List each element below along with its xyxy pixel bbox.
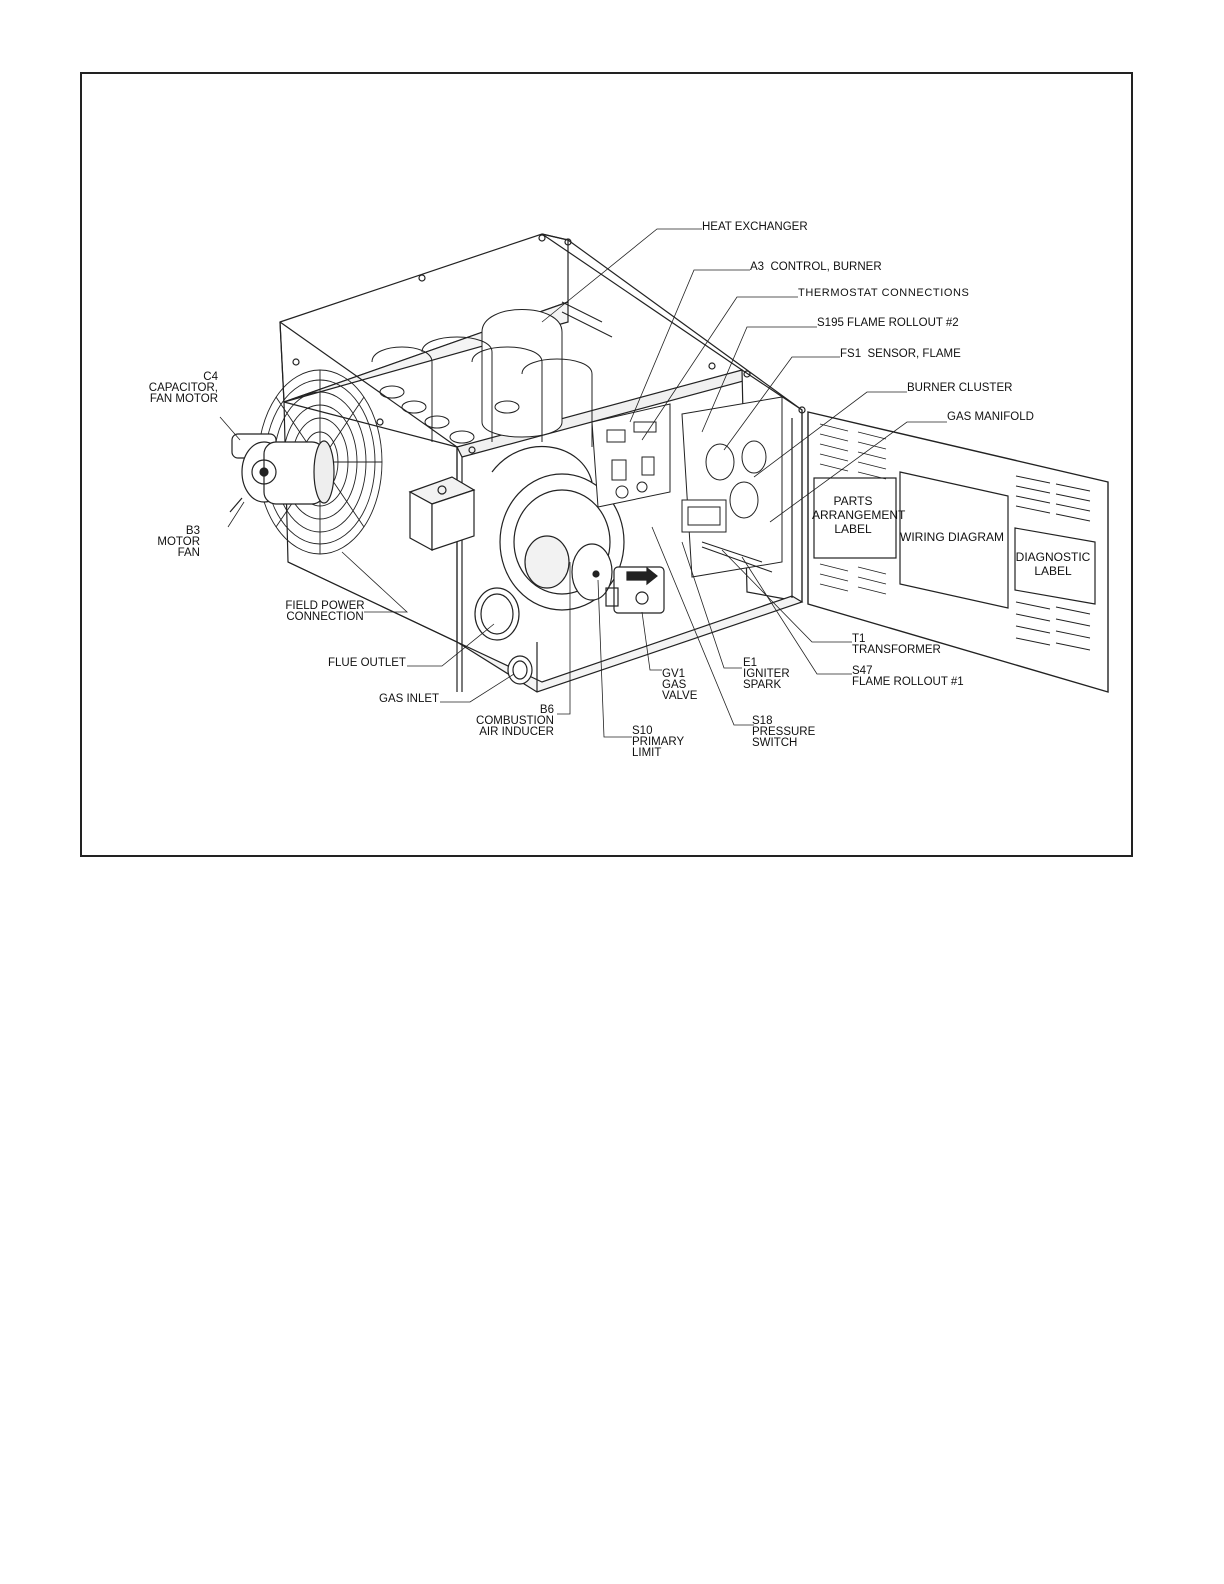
label-burner-cluster: BURNER CLUSTER [907, 382, 1013, 394]
leader-lines [219, 228, 947, 738]
label-s18-pressure-switch: S18 PRESSURE SWITCH [752, 715, 816, 749]
door-label-wiring-diagram: WIRING DIAGRAM [900, 530, 1004, 544]
label-gv1-gas-valve: GV1 GAS VALVE [662, 668, 698, 702]
figure-frame [80, 72, 1133, 857]
label-gas-manifold: GAS MANIFOLD [947, 411, 1034, 423]
unit-heater-drawing [219, 228, 1109, 738]
label-b6-combustion-air-inducer: B6 COMBUSTION AIR INDUCER [476, 704, 554, 738]
label-c4-capacitor-fan-motor: C4 CAPACITOR, FAN MOTOR [148, 371, 218, 405]
label-field-power-connection: FIELD POWER CONNECTION [285, 600, 365, 623]
label-gas-inlet: GAS INLET [379, 693, 440, 705]
label-e1-igniter-spark: E1 IGNITER SPARK [743, 657, 790, 691]
gas-valve [605, 566, 665, 614]
label-a3-control-burner: A3 CONTROL, BURNER [750, 261, 882, 273]
heat-exchanger [371, 301, 613, 447]
label-s10-primary-limit: S10 PRIMARY LIMIT [632, 725, 685, 759]
field-power-box [408, 476, 476, 552]
label-fs1-sensor-flame: FS1 SENSOR, FLAME [840, 348, 961, 360]
control-board [591, 403, 671, 508]
label-s47-flame-rollout-1: S47 FLAME ROLLOUT #1 [852, 665, 964, 688]
burner-cluster [681, 396, 783, 578]
door-label-diagnostic: DIAGNOSTIC LABEL [1015, 550, 1091, 578]
access-door [807, 411, 1109, 693]
door-label-parts-arrangement: PARTS ARRANGEMENT LABEL [812, 494, 906, 536]
label-flue-outlet: FLUE OUTLET [328, 657, 406, 669]
label-heat-exchanger: HEAT EXCHANGER [702, 221, 808, 233]
label-s195-flame-rollout-2: S195 FLAME ROLLOUT #2 [817, 317, 959, 329]
fan-motor [229, 433, 335, 513]
label-t1-transformer: T1 TRANSFORMER [852, 633, 941, 656]
label-thermostat-connections: THERMOSTAT CONNECTIONS [798, 287, 970, 299]
label-b3-motor-fan: B3 MOTOR FAN [157, 525, 200, 559]
combustion-air-inducer [474, 446, 625, 685]
